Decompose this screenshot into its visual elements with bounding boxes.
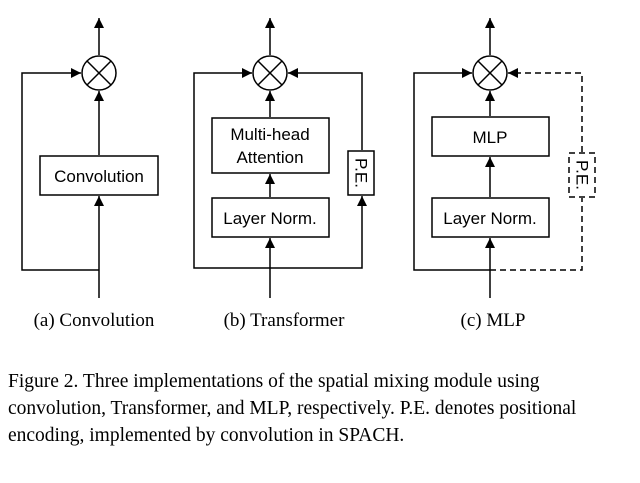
multihead-attention-box (211, 117, 330, 174)
pe-box-b (347, 150, 375, 196)
layer-norm-box-c (431, 197, 550, 238)
multihead-attention-label-line1: Multi-head (230, 125, 309, 144)
sublabel-transformer: (b) Transformer (224, 310, 346, 331)
panel-mlp (413, 18, 596, 298)
multiply-node-c (472, 55, 508, 91)
layer-norm-label-b: Layer Norm. (223, 209, 317, 228)
figure-caption: Figure 2. Three implementations of the s… (8, 371, 577, 446)
mlp-box-label: MLP (473, 128, 508, 147)
pe-label-b: P.E. (352, 158, 371, 188)
convolution-box (39, 155, 159, 196)
multiply-node-b (252, 55, 288, 91)
pe-label-c: P.E. (573, 160, 592, 190)
pe-box-c (568, 152, 596, 198)
multiply-node-a (81, 55, 117, 91)
multihead-attention-label-line2: Attention (236, 148, 303, 167)
panel-transformer (193, 18, 375, 298)
layer-norm-label-c: Layer Norm. (443, 209, 537, 228)
mlp-box (431, 116, 550, 157)
sublabel-convolution: (a) Convolution (34, 310, 155, 331)
convolution-box-label: Convolution (54, 167, 144, 186)
sublabel-mlp: (c) MLP (461, 310, 526, 331)
layer-norm-box-b (211, 197, 330, 238)
architecture-diagram: Convolution (a) Convolution Multi-head A… (21, 18, 596, 331)
panel-convolution (21, 18, 159, 298)
